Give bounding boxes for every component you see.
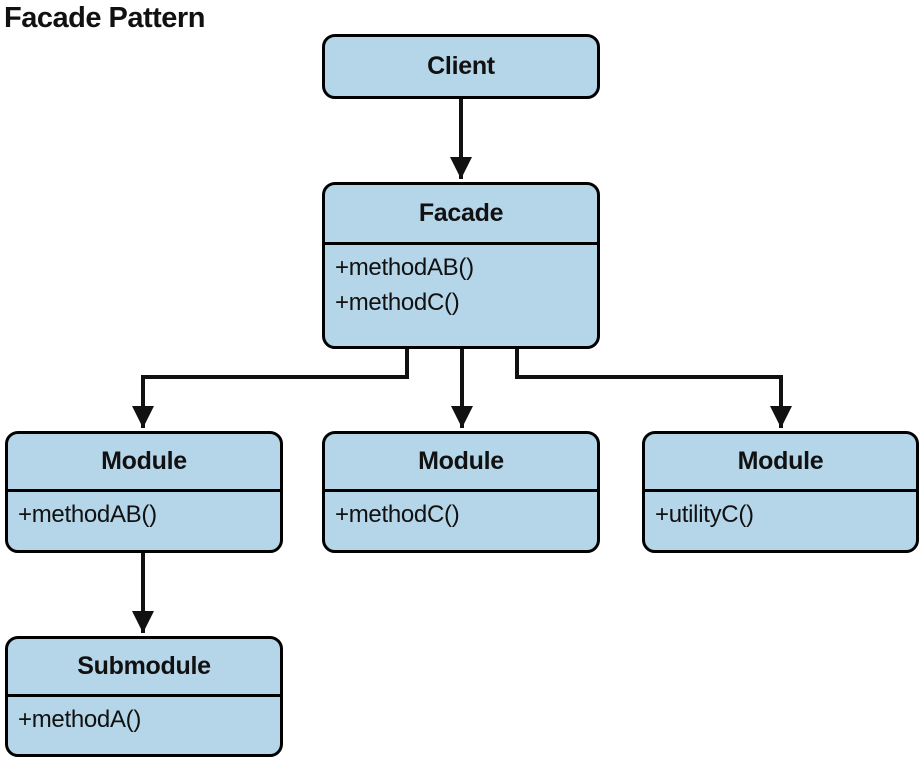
node-module-center-methods: +methodC() (325, 492, 597, 532)
node-module-left-methods: +methodAB() (8, 492, 280, 532)
node-submodule-methods: +methodA() (8, 697, 280, 737)
method-label: +methodC() (335, 501, 460, 528)
node-client-title: Client (427, 52, 495, 80)
method-label: +utilityC() (655, 501, 754, 528)
node-module-right-title: Module (645, 434, 916, 492)
method-label: +methodAB() (18, 501, 157, 528)
node-module-center: Module +methodC() (322, 431, 600, 553)
node-module-right-methods: +utilityC() (645, 492, 916, 532)
method-label: +methodA() (18, 706, 142, 733)
node-submodule: Submodule +methodA() (5, 636, 283, 757)
edge-facade-to-module-right (515, 344, 792, 428)
node-client: Client (322, 34, 600, 99)
node-facade: Facade +methodAB() +methodC() (322, 182, 600, 349)
edge-facade-to-module-left (132, 344, 409, 428)
node-facade-methods: +methodAB() +methodC() (325, 245, 597, 320)
node-facade-title: Facade (325, 185, 597, 245)
node-module-left: Module +methodAB() (5, 431, 283, 553)
node-module-center-title: Module (325, 434, 597, 492)
method-label: +methodAB() (335, 254, 474, 281)
node-submodule-title: Submodule (8, 639, 280, 697)
node-module-left-title: Module (8, 434, 280, 492)
method-label: +methodC() (335, 289, 460, 316)
node-module-right: Module +utilityC() (642, 431, 919, 553)
diagram-title: Facade Pattern (4, 2, 205, 34)
